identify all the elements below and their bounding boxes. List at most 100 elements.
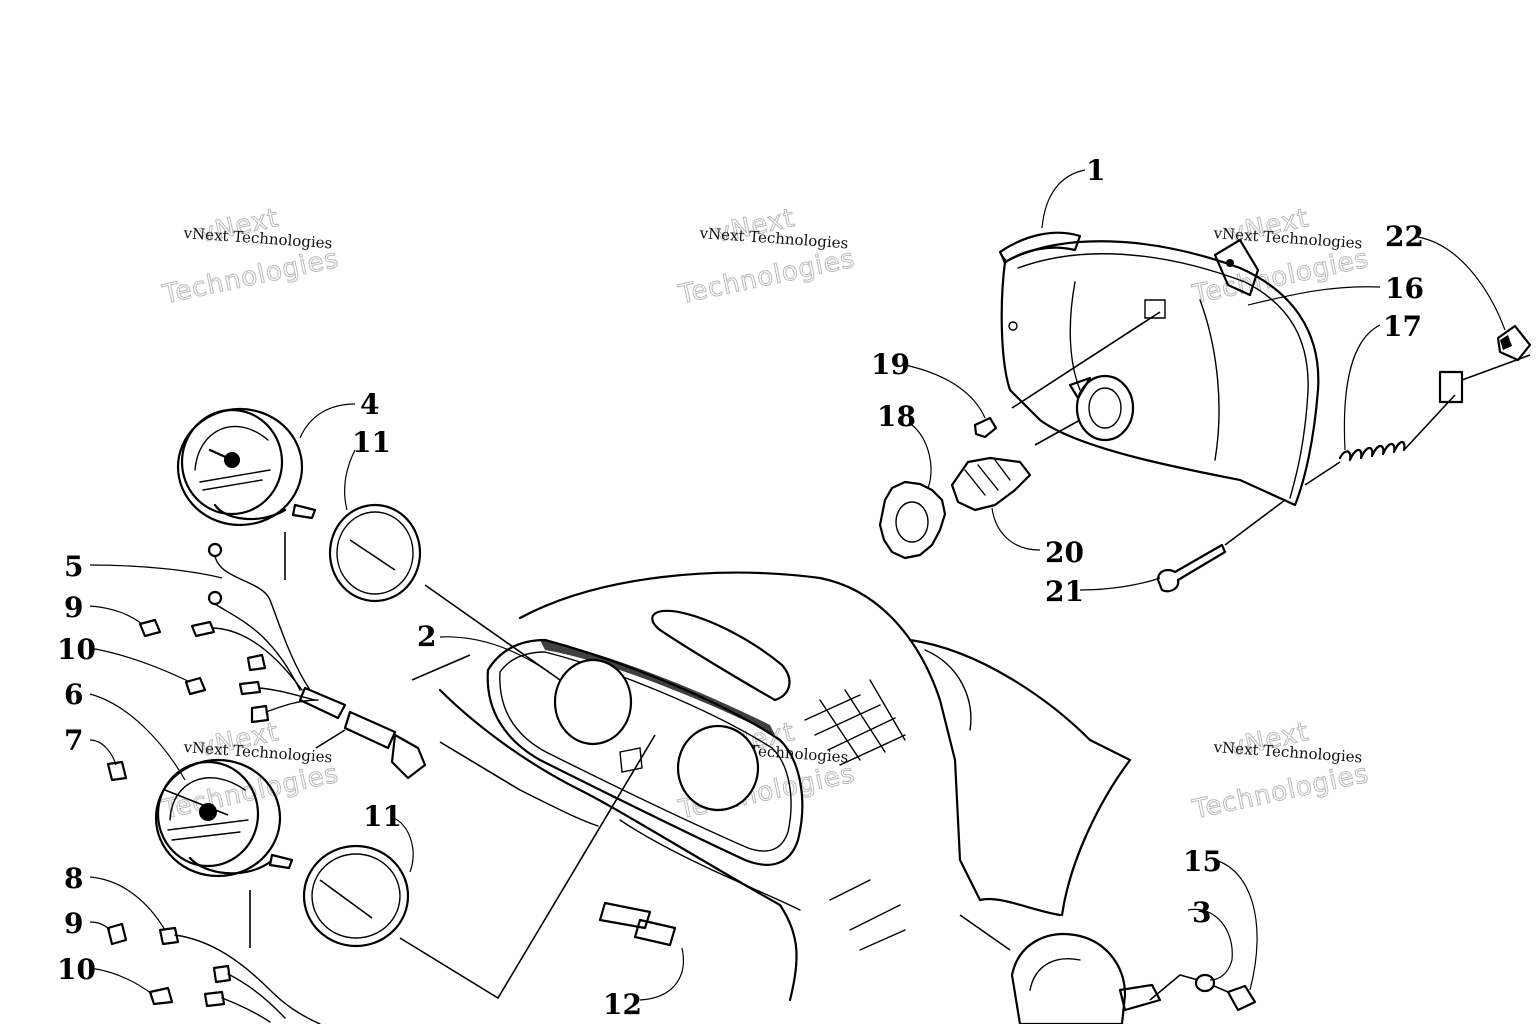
watermark-4: vNext Technologies vNext Technologies bbox=[159, 717, 342, 826]
watermark-big-bottom: Technologies bbox=[159, 244, 341, 311]
gauge-face bbox=[156, 760, 260, 868]
axis-line bbox=[1011, 311, 1161, 409]
bulb-socket-ring bbox=[1075, 374, 1135, 442]
wire bbox=[214, 603, 301, 691]
decal-part-12 bbox=[598, 901, 652, 930]
wire bbox=[227, 973, 286, 1019]
bulb-socket bbox=[246, 653, 267, 672]
gauge-needle-hub bbox=[199, 803, 217, 821]
callout-numbers: 1 2 3 4 5 6 7 8 9 9 10 10 11 11 12 15 16… bbox=[57, 154, 1424, 1021]
leader-19 bbox=[904, 364, 986, 419]
axis-line bbox=[349, 539, 396, 571]
leader-16 bbox=[1247, 286, 1381, 306]
assembly-axes bbox=[164, 532, 656, 1000]
wiring-harness-lower bbox=[106, 760, 321, 1024]
watermark-1: vNext Technologies vNext Technologies bbox=[159, 203, 342, 311]
hood-side-vent bbox=[924, 649, 972, 731]
callout-2: 2 bbox=[417, 620, 436, 653]
connector bbox=[390, 733, 427, 780]
housing-tab bbox=[1144, 299, 1166, 319]
callout-7: 7 bbox=[64, 724, 83, 757]
mount-bracket bbox=[1213, 238, 1260, 297]
callout-20: 20 bbox=[1045, 536, 1084, 569]
callout-4: 4 bbox=[360, 388, 379, 421]
bulb-socket bbox=[190, 620, 216, 638]
gauge-part-6 bbox=[154, 758, 294, 878]
bulb-part-10 bbox=[184, 676, 207, 696]
cluster-window-inner bbox=[499, 651, 792, 852]
socket-tab bbox=[1068, 376, 1092, 400]
gauge-bezel-bottom bbox=[213, 503, 287, 521]
ring-terminal bbox=[207, 590, 223, 606]
bulb-socket-inner bbox=[1088, 387, 1122, 429]
gauge-stem bbox=[268, 853, 294, 870]
gauge-part-4 bbox=[176, 407, 317, 527]
gauge-stem bbox=[291, 503, 317, 520]
gauge-body bbox=[154, 758, 282, 878]
housing-hole bbox=[1008, 321, 1018, 331]
axis-line bbox=[1149, 974, 1199, 1001]
leader-9a bbox=[89, 605, 143, 625]
bulb-socket bbox=[203, 990, 226, 1008]
callout-21: 21 bbox=[1045, 575, 1084, 608]
leader-5 bbox=[89, 564, 223, 579]
bulb-socket bbox=[250, 704, 270, 724]
wire bbox=[259, 687, 316, 701]
callout-15: 15 bbox=[1183, 845, 1222, 878]
cluster-visor-shade bbox=[540, 640, 775, 735]
dash-hood-part-2 bbox=[438, 571, 1132, 1002]
bulb-part-20 bbox=[950, 456, 1032, 512]
callout-16: 16 bbox=[1385, 272, 1424, 305]
leader-12 bbox=[639, 947, 684, 1001]
hood-panel-detail bbox=[829, 879, 906, 951]
leader-lines bbox=[89, 169, 1506, 1001]
housing-contour bbox=[1199, 299, 1220, 461]
leader-1 bbox=[1041, 169, 1086, 229]
callout-19: 19 bbox=[871, 348, 910, 381]
axis-line bbox=[319, 879, 373, 919]
bulb-part-7 bbox=[106, 760, 128, 782]
callout-9a: 9 bbox=[64, 591, 83, 624]
axis-line bbox=[1034, 419, 1081, 446]
nut-part-15 bbox=[1226, 984, 1257, 1012]
axis-line bbox=[1461, 354, 1531, 381]
axis-line bbox=[1403, 394, 1456, 451]
axis-line bbox=[315, 729, 346, 749]
clip-tab bbox=[1000, 252, 1008, 264]
vent-grille bbox=[819, 679, 906, 761]
harness-sleeve bbox=[298, 686, 347, 720]
leader-10b bbox=[89, 967, 153, 995]
callout-8: 8 bbox=[64, 862, 83, 895]
bezel-ring-part-11 bbox=[302, 844, 410, 948]
socket-part-8 bbox=[158, 926, 180, 946]
leader-3 bbox=[1187, 908, 1233, 981]
washer-part-3 bbox=[1194, 973, 1216, 993]
gauge-scale bbox=[167, 819, 249, 841]
vent-grille bbox=[804, 694, 906, 766]
leader-11a bbox=[344, 449, 356, 511]
callout-22: 22 bbox=[1385, 220, 1424, 253]
hood-panel-line bbox=[619, 819, 801, 911]
leader-4 bbox=[299, 403, 356, 439]
leader-9b bbox=[89, 921, 111, 931]
cap-hole bbox=[895, 501, 929, 543]
gauge-dial-arc bbox=[169, 777, 246, 821]
watermark-6: vNext Technologies vNext Technologies bbox=[1189, 717, 1372, 826]
hood-outline bbox=[518, 571, 1062, 917]
leader-6 bbox=[89, 693, 186, 781]
hood-panel-line bbox=[519, 789, 599, 827]
leader-11b bbox=[391, 816, 414, 873]
leader-10a bbox=[89, 647, 191, 683]
bulb-socket bbox=[212, 964, 232, 984]
headlight-housing bbox=[1000, 240, 1320, 507]
bulb-part-9 bbox=[106, 922, 128, 946]
nut-detail bbox=[1500, 335, 1512, 350]
bulb-detail bbox=[964, 459, 1011, 496]
clip-part-1 bbox=[998, 231, 1082, 264]
axis-line bbox=[1213, 985, 1229, 993]
hood-side-panel bbox=[908, 638, 1132, 917]
hood-emblem bbox=[619, 747, 643, 773]
axis-line bbox=[411, 654, 471, 681]
callout-5: 5 bbox=[64, 550, 83, 583]
